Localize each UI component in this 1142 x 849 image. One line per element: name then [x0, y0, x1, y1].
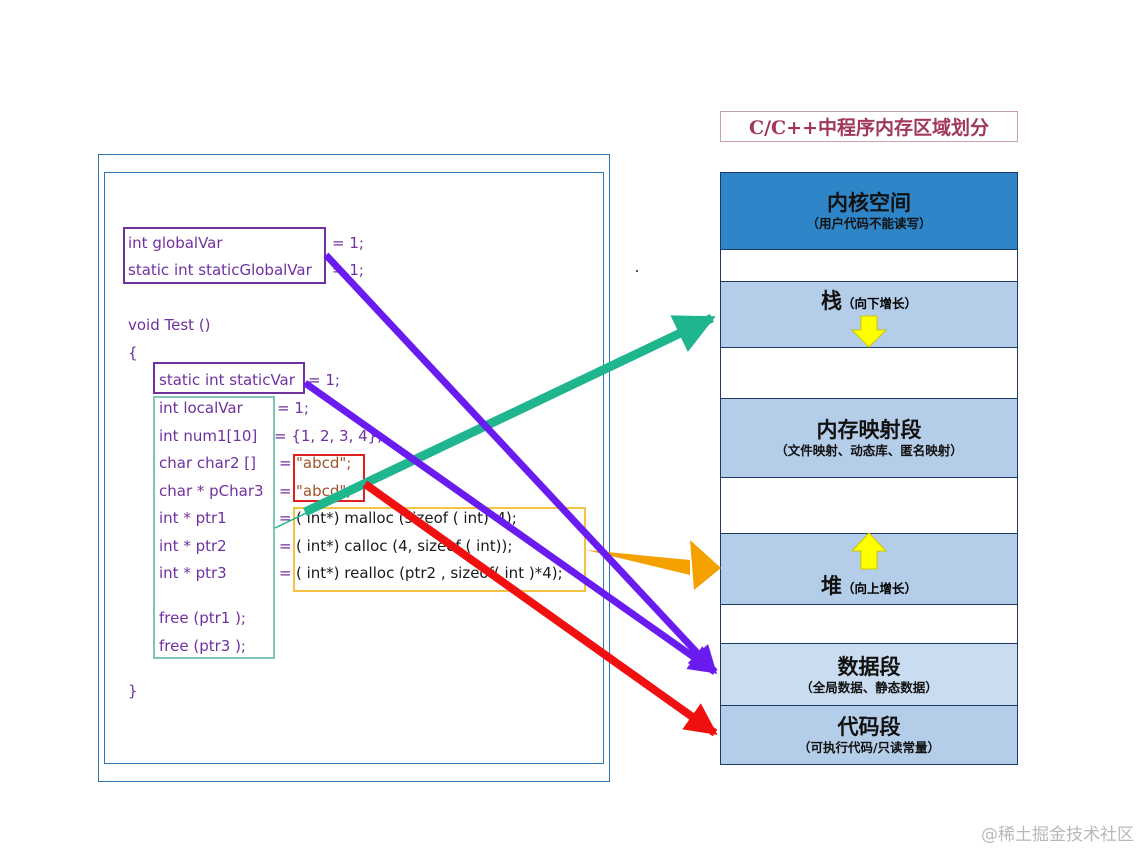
segment-data-sub: （全局数据、静态数据）: [800, 679, 938, 695]
segment-stack-sub: （向下增长）: [841, 296, 917, 311]
segment-gap-1: [720, 249, 1018, 282]
segment-heap-sub: （向上增长）: [841, 581, 917, 596]
code-line-func-signature: void Test (): [128, 316, 211, 334]
segment-mmap-title: 内存映射段: [816, 417, 922, 442]
code-line-char2-decl: char char2 []: [159, 454, 257, 472]
segment-data-title: 数据段: [837, 653, 901, 679]
code-line-free-ptr1: free (ptr1 );: [159, 609, 246, 627]
segment-text-title: 代码段: [837, 714, 901, 739]
segment-mmap: 内存映射段 （文件映射、动态库、匿名映射）: [720, 398, 1018, 478]
code-line-ptr2-eq: =: [279, 537, 292, 555]
segment-text-sub: （可执行代码/只读常量）: [797, 740, 941, 755]
code-line-static-var-decl: static int staticVar: [159, 371, 295, 389]
heap-arrow-head: [690, 540, 721, 590]
code-line-ptr1-decl: int * ptr1: [159, 509, 227, 527]
code-line-char2-str: "abcd";: [296, 454, 352, 472]
segment-kernel-title: 内核空间: [827, 190, 911, 215]
code-line-free-ptr3: free (ptr3 );: [159, 637, 246, 655]
code-line-ptr1-eq: =: [279, 509, 292, 527]
text-arrow: [362, 480, 718, 737]
stack-arrow: [303, 313, 716, 517]
code-line-open-brace: {: [128, 344, 138, 362]
data-arrow-global: [323, 252, 718, 675]
segment-kernel-sub: （用户代码不能读写）: [806, 216, 932, 231]
code-line-close-brace: }: [128, 682, 138, 700]
heap-alloc-highlight: [293, 507, 586, 592]
code-line-pchar3-eq: =: [279, 482, 292, 500]
stack-grow-down-icon: [850, 315, 888, 348]
code-line-global-init: = 1;: [332, 234, 364, 252]
code-line-ptr2-expr: ( int*) calloc (4, sizeof ( int));: [296, 537, 513, 555]
heap-grow-up-icon: [850, 532, 888, 570]
code-line-num1-decl: int num1[10]: [159, 427, 258, 445]
code-line-static-global-decl: static int staticGlobalVar: [128, 261, 312, 279]
segment-mmap-sub: （文件映射、动态库、匿名映射）: [775, 443, 963, 458]
code-panel-outer-frame: [98, 154, 610, 782]
code-line-local-var-init: = 1;: [277, 399, 309, 417]
static-var-highlight: [153, 362, 305, 394]
segment-kernel: 内核空间 （用户代码不能读写）: [720, 172, 1018, 250]
code-line-ptr3-decl: int * ptr3: [159, 564, 227, 582]
code-line-local-var-decl: int localVar: [159, 399, 243, 417]
code-line-char2-eq: =: [279, 454, 292, 472]
stray-dot: [636, 270, 638, 272]
segment-stack-title: 栈: [820, 288, 842, 313]
code-line-ptr3-eq: =: [279, 564, 292, 582]
heap-arrow-body: [586, 550, 690, 575]
code-line-pchar3-decl: char * pChar3: [159, 482, 264, 500]
diagram-title: C/C++中程序内存区域划分: [720, 111, 1018, 142]
code-panel-inner-frame: [104, 172, 604, 764]
segment-stack: 栈 （向下增长）: [720, 281, 1018, 348]
segment-text: 代码段 （可执行代码/只读常量）: [720, 705, 1018, 765]
local-vars-highlight: [153, 396, 275, 659]
watermark: @稀土掘金技术社区: [981, 825, 1134, 845]
segment-gap-3: [720, 477, 1018, 534]
code-line-ptr2-decl: int * ptr2: [159, 537, 227, 555]
global-vars-highlight: [123, 227, 326, 284]
data-arrow-static: [302, 380, 718, 675]
code-line-ptr3-expr: ( int*) realloc (ptr2 , sizeof( int )*4)…: [296, 564, 563, 582]
code-line-global-decl: int globalVar: [128, 234, 223, 252]
segment-heap-title: 堆: [820, 573, 842, 598]
